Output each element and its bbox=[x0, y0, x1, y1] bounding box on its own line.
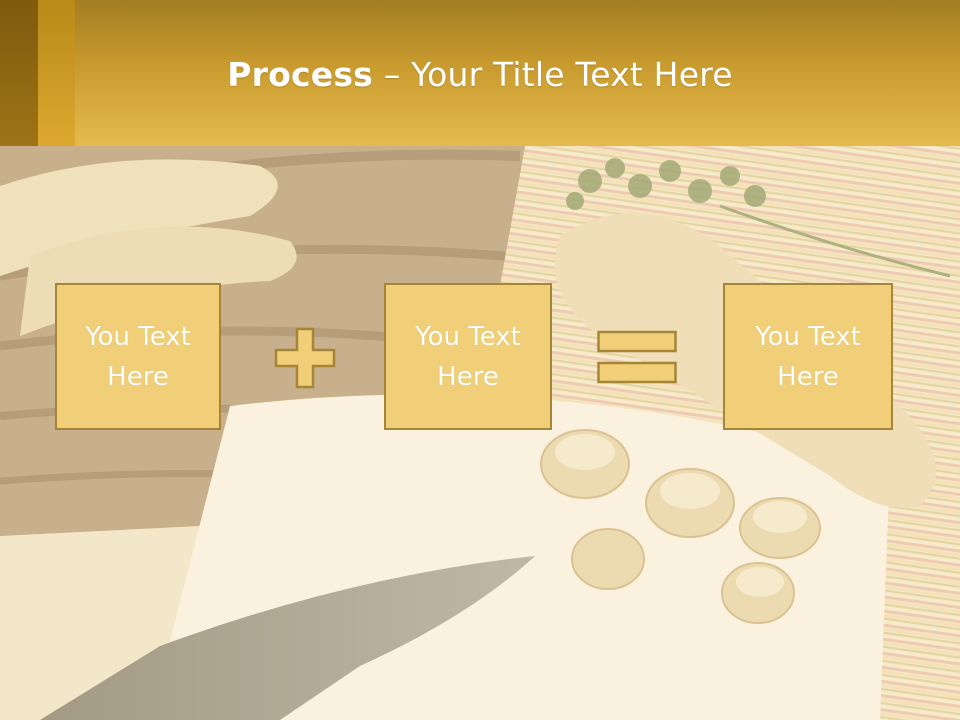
process-box-2[interactable]: You Text Here bbox=[384, 283, 552, 430]
photo-overlay bbox=[0, 146, 960, 720]
process-box-2-line2: Here bbox=[437, 361, 499, 392]
process-box-1-line2: Here bbox=[107, 361, 169, 392]
plus-icon bbox=[274, 327, 336, 389]
process-box-3-line2: Here bbox=[777, 361, 839, 392]
process-box-3-line1: You Text bbox=[755, 321, 861, 352]
title-bar-accent-light bbox=[38, 0, 75, 146]
title-bar: Process – Your Title Text Here bbox=[0, 0, 960, 146]
equals-icon bbox=[597, 330, 677, 384]
slide-title-rest: – Your Title Text Here bbox=[373, 55, 733, 94]
slide-title-bold: Process bbox=[227, 55, 374, 94]
slide-title[interactable]: Process – Your Title Text Here bbox=[0, 54, 960, 96]
process-box-1-line1: You Text bbox=[85, 321, 191, 352]
process-box-3[interactable]: You Text Here bbox=[723, 283, 893, 430]
process-box-2-line1: You Text bbox=[415, 321, 521, 352]
background-photo bbox=[0, 146, 960, 720]
title-bar-accent-dark bbox=[0, 0, 38, 146]
process-box-1[interactable]: You Text Here bbox=[55, 283, 221, 430]
